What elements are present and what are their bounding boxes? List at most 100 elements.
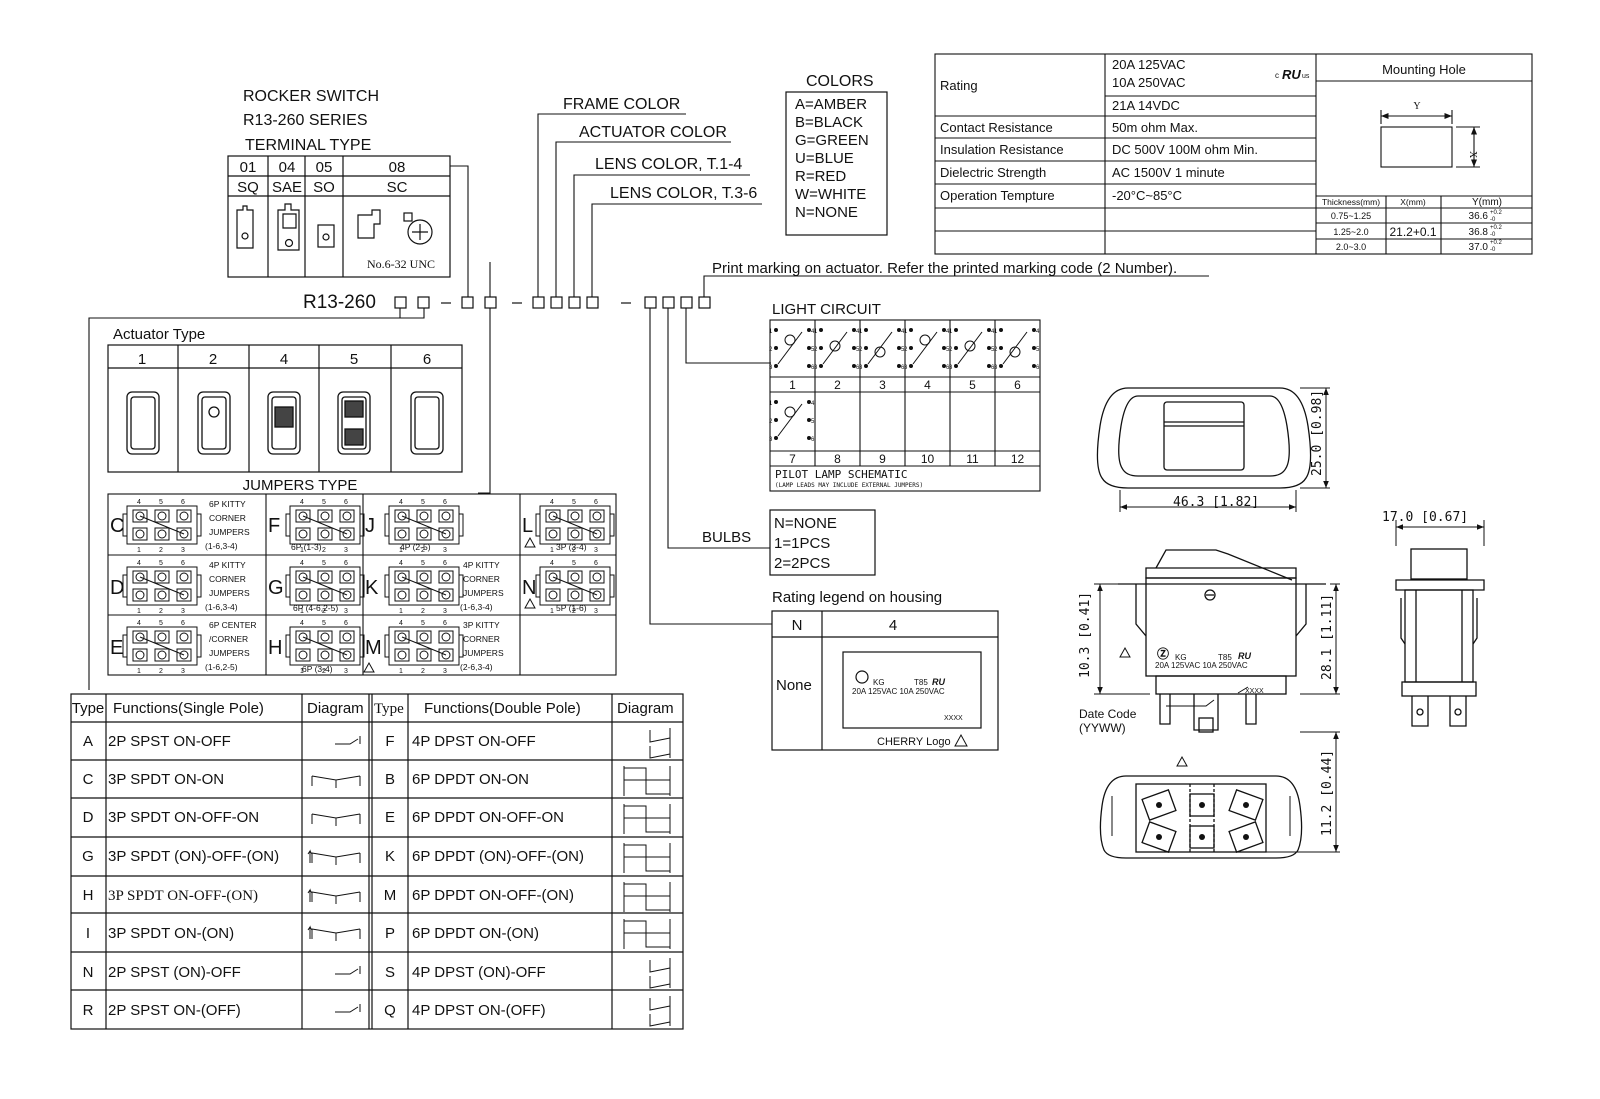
svg-text:RU: RU xyxy=(1282,67,1301,82)
pin-label: 3 xyxy=(443,608,447,615)
pin-label: 2 xyxy=(322,608,326,615)
function-type: H xyxy=(83,887,94,904)
light-circuit-number: 12 xyxy=(1011,452,1025,466)
jumper-note: JUMPERS xyxy=(209,588,250,598)
pin-label: 3 xyxy=(859,365,863,371)
sq-terminal-icon xyxy=(236,205,254,249)
mh-header: Y(mm) xyxy=(1472,197,1502,208)
light-circuit-number: 11 xyxy=(966,452,979,466)
cherry-logo-icon: Ⓩ xyxy=(1157,646,1169,661)
spec-label: Insulation Resistance xyxy=(940,142,1064,157)
bulb-option: 1=1PCS xyxy=(774,535,830,552)
mh-y-tol: +0.2 xyxy=(1490,240,1503,246)
jumper-code: E xyxy=(110,637,123,659)
terminal-labels: 01 04 05 08 SQ SAE SO SC No.6-32 UNC xyxy=(237,159,435,271)
pin-label: 2 xyxy=(159,547,163,554)
pin-label: 3 xyxy=(904,365,908,371)
pin-label: 5 xyxy=(811,419,815,425)
housing-code: XXXX xyxy=(944,715,963,722)
leader-lines xyxy=(88,113,1209,690)
pin-label: 4 xyxy=(300,499,304,506)
jumper-note: 6P KITTY xyxy=(209,499,246,509)
housing-t85: T85 xyxy=(914,678,928,687)
so-terminal-icon xyxy=(317,224,335,248)
dim-bottom-height: 11.2 [0.44] xyxy=(1320,750,1335,836)
actuator-type-number: 4 xyxy=(280,351,288,368)
function-name: 6P DPDT ON-OFF-ON xyxy=(412,809,564,826)
pin-label: 1 xyxy=(769,401,773,407)
actuator-color-label: ACTUATOR COLOR xyxy=(579,124,727,141)
front-housing-t85: T85 xyxy=(1218,653,1232,662)
jumper-note: JUMPERS xyxy=(463,588,504,598)
bottom-view-dots xyxy=(1156,802,1249,840)
actuator-type-number: 1 xyxy=(138,351,146,368)
jumper-note: JUMPERS xyxy=(463,648,504,658)
function-type: P xyxy=(385,925,395,942)
jumper-code: L xyxy=(522,515,533,537)
light-circuit-table: LIGHT CIRCUIT 12345612345612345612345612… xyxy=(769,301,1041,492)
spec-rating-2: 10A 250VAC xyxy=(1112,75,1185,90)
bulbs-label: BULBS xyxy=(702,529,751,546)
light-circuit-number: 7 xyxy=(789,452,796,466)
pin-label: 2 xyxy=(421,547,425,554)
rating-col-header: 4 xyxy=(889,617,897,634)
actuator-5-icon xyxy=(337,391,371,455)
pin-label: 1 xyxy=(949,329,953,335)
actuator-6-icon xyxy=(410,391,444,455)
pin-label: 4 xyxy=(399,560,403,567)
single-pole-diagram-icon xyxy=(335,1004,361,1013)
ul-cert-icon: c RU us xyxy=(1275,67,1310,82)
pin-label: 1 xyxy=(300,547,304,554)
mh-y-value: 36.6 xyxy=(1469,211,1489,222)
date-code-label: Date Code xyxy=(1079,707,1137,721)
jumper-note: CORNER xyxy=(209,574,246,584)
dim-side-width: 17.0 [0.67] xyxy=(1382,510,1468,525)
housing-rating: 20A 125VAC 10A 250VAC xyxy=(852,687,945,696)
pin-label: 5 xyxy=(421,499,425,506)
terminal-name: SQ xyxy=(237,179,259,196)
light-circuit-number: 6 xyxy=(1014,378,1021,392)
pin-label: 2 xyxy=(421,668,425,675)
colors-title: COLORS xyxy=(806,73,874,90)
pin-label: 5 xyxy=(159,620,163,627)
jumper-note: 4P KITTY xyxy=(463,560,500,570)
function-name: 3P SPDT (ON)-OFF-(ON) xyxy=(108,848,279,865)
mounting-hole: Mounting Hole Y X Thickness(mm) X(mm) Y(… xyxy=(1316,62,1532,254)
title-block: ROCKER SWITCH R13-260 SERIES TERMINAL TY… xyxy=(243,88,379,154)
sae-terminal-icon xyxy=(277,203,300,251)
mounting-cutout-rect xyxy=(1380,126,1453,168)
pin-label: 1 xyxy=(137,608,141,615)
pin-label: 3 xyxy=(344,668,348,675)
mh-y-value: 37.0 xyxy=(1469,242,1489,253)
double-pole-diagram-icon xyxy=(649,958,671,989)
pin-label: 3 xyxy=(594,608,598,615)
mh-thickness: 0.75~1.25 xyxy=(1331,211,1371,221)
pin-label: 6 xyxy=(443,499,447,506)
pin-label: 4 xyxy=(901,329,905,335)
pin-label: 6 xyxy=(344,499,348,506)
actuator-1-icon xyxy=(126,391,160,455)
code-boxes xyxy=(394,296,711,309)
actuator-2-icon xyxy=(197,391,231,455)
pin-label: 1 xyxy=(550,547,554,554)
function-name: 2P SPST ON-(OFF) xyxy=(108,1002,241,1019)
pin-label: 6 xyxy=(991,365,995,371)
rating-legend-title: Rating legend on housing xyxy=(772,589,942,606)
color-item: G=GREEN xyxy=(795,132,869,149)
double-pole-diagram-icon xyxy=(623,766,671,796)
pin-label: 5 xyxy=(1036,347,1040,353)
pin-label: 5 xyxy=(322,499,326,506)
function-type: A xyxy=(83,733,93,750)
jumper-note: (1-6,3-4) xyxy=(205,602,238,612)
function-name: 4P DPST ON-OFF xyxy=(412,733,536,750)
light-circuit-number: 4 xyxy=(924,378,931,392)
double-pole-diagram-icon xyxy=(623,919,671,949)
pin-label: 2 xyxy=(904,347,908,353)
bulb-option: 2=2PCS xyxy=(774,555,830,572)
